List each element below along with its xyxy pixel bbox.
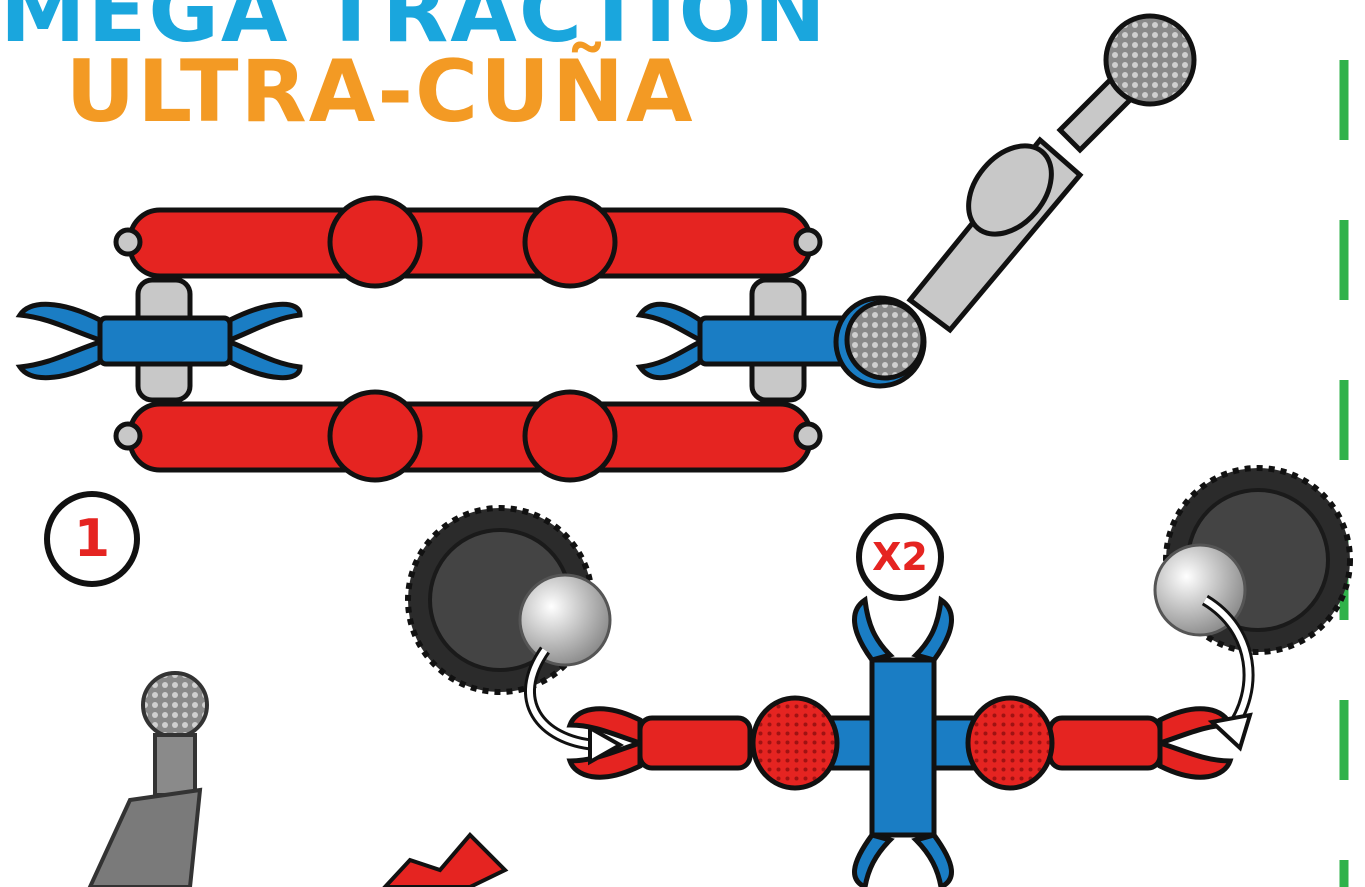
wheel-right [1155, 468, 1350, 652]
insert-arrowhead-right [1212, 715, 1250, 748]
red-rod-bottom [116, 392, 820, 480]
axle-assembly [570, 600, 1230, 887]
left-connector [20, 280, 300, 400]
step-number-badge: 1 [44, 491, 140, 587]
red-rod-top [116, 198, 820, 286]
wheel-left [408, 508, 610, 692]
multiplier-badge: X2 [856, 513, 944, 601]
red-arrow [385, 835, 505, 887]
grey-part-bottom-left [90, 673, 207, 887]
right-connector [640, 280, 924, 400]
grey-arm [910, 16, 1194, 330]
